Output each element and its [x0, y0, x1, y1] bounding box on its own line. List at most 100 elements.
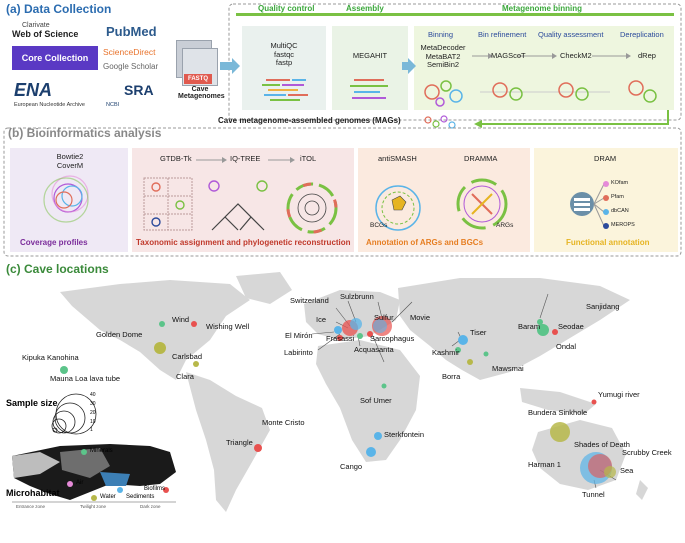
cave-label-acquasanta: Acquasanta	[354, 345, 394, 354]
sciencedirect-logo: ScienceDirect	[103, 47, 156, 57]
dbcan-label: dbCAN	[611, 208, 629, 214]
coverage-glyph	[43, 175, 89, 223]
cave-label-cango: Cango	[340, 462, 363, 471]
args-bgcs-panel	[358, 148, 530, 252]
cave-label-scrubby-creek: Scrubby Creek	[622, 448, 672, 457]
google-scholar-logo: Google Scholar	[103, 62, 159, 71]
web-of-science-logo: Web of Science	[12, 29, 79, 39]
cave-label-mawsmai: Mawsmai	[492, 364, 524, 373]
section-c-title: (c) Cave locations	[6, 262, 109, 276]
cave-label-sulfur: Sulfur	[374, 313, 394, 322]
dramma-label: DRAMMA	[464, 154, 498, 163]
fastq-badge: FASTQ	[184, 74, 212, 84]
ncbi-label: NCBI	[106, 102, 120, 108]
binning-tools: MetaDecoder MetaBAT2 SemiBin2	[420, 43, 466, 70]
cave-label-golden-dome: Golden Dome	[96, 330, 143, 339]
cave-label-wind: Wind	[172, 315, 190, 324]
cave-label-sof-umer: Sof Umer	[360, 396, 392, 405]
binning-circles-glyph	[424, 80, 657, 107]
cave-label-sulzbrunn: Sulzbrunn	[340, 292, 374, 301]
cave-label-wishing-well: Wishing Well	[206, 322, 250, 331]
cave-label-kipuka-kanohina: Kipuka Kanohina	[22, 353, 79, 362]
gtdb-grid-glyph	[143, 177, 193, 231]
cave-label-baram: Baram	[518, 322, 541, 331]
pipeline-header-bar	[236, 13, 674, 16]
section-b-dashed-box	[3, 127, 682, 257]
cave-label-sanjidang: Sanjidang	[586, 302, 620, 311]
bin-refinement-label: Bin refinement	[478, 30, 527, 39]
cave-label-bundera: Bundera Sinkhole	[528, 408, 588, 417]
cave-label-kashmir: Kashmir	[432, 348, 460, 357]
cave-label-borra: Borra	[442, 372, 461, 381]
dereplication-label: Dereplication	[620, 30, 664, 39]
section-b-title: (b) Bioinformatics analysis	[8, 126, 162, 140]
cave-label-mauna-loa: Mauna Loa lava tube	[50, 374, 121, 383]
binning-panel	[414, 26, 674, 110]
quality-assessment-tool: CheckM2	[560, 51, 592, 60]
microhabitat-title: Microhabitat	[6, 488, 60, 498]
cave-label-labirinto: Labirinto	[284, 348, 313, 357]
cave-label-sterkfontein: Sterkfontein	[384, 430, 425, 439]
kofam-label: KOfam	[611, 180, 629, 186]
coverage-panel	[10, 148, 128, 252]
bgcs-label: BCGs	[370, 222, 388, 229]
cave-label-movie: Movie	[410, 313, 431, 322]
africa-landmass	[316, 340, 420, 462]
asia-landmass	[398, 278, 630, 380]
sample-size-tick-30: 30	[90, 401, 96, 407]
cave-label-tunnel: Tunnel	[582, 490, 605, 499]
mags-circles-glyph	[424, 115, 456, 129]
cave-label-triangle: Triangle	[226, 438, 253, 447]
cave-label-ice: Ice	[316, 315, 327, 324]
pubmed-logo: PubMed	[106, 24, 157, 39]
dereplication-tool: dRep	[638, 51, 656, 60]
qc-title: Quality control	[258, 4, 315, 13]
microhabitat-biofilms: Biofilms	[144, 486, 166, 492]
cave-label-sarcophagus: Sarcophagus	[370, 334, 415, 343]
cave-label-monte-cristo: Monte Cristo	[262, 418, 305, 427]
gtdb-label: GTDB-Tk	[160, 154, 192, 163]
microhabitat-sediments: Sediments	[126, 494, 155, 500]
cave-label-sea: Sea	[620, 466, 634, 475]
dram-glyph	[570, 181, 609, 229]
cave-label-clara: Clara	[176, 372, 194, 381]
sample-size-legend	[51, 393, 97, 435]
dramma-glyph	[456, 178, 508, 230]
microhabitat-dots	[67, 449, 169, 501]
zone-dark: Dark zone	[140, 504, 161, 509]
sample-size-tick-1: 1	[90, 427, 93, 433]
itol-circle-glyph	[286, 182, 338, 234]
iqtree-label: IQ-TREE	[230, 154, 261, 163]
microhabitat-water: Water	[100, 494, 116, 500]
sample-size-tick-40: 40	[90, 392, 96, 398]
assembly-to-binning-arrow	[402, 58, 416, 74]
cave-label-carlsbad: Carlsbad	[172, 352, 203, 361]
south-america-landmass	[186, 372, 270, 512]
pfam-label: Pfam	[611, 194, 624, 200]
fastq-to-qc-arrow	[220, 58, 240, 74]
functional-caption: Functional annotation	[566, 238, 650, 247]
new-zealand-landmass	[636, 480, 648, 500]
cave-label-harman-1: Harman 1	[528, 460, 561, 469]
coverage-caption: Coverage profiles	[20, 238, 88, 247]
core-collection-badge: Core Collection	[12, 46, 98, 70]
sources-box: Clarivate Web of Science PubMed Core Col…	[6, 18, 170, 118]
args-bgcs-caption: Annotation of ARGs and BGCs	[366, 238, 484, 247]
binning-title: Metagenome binning	[502, 4, 582, 13]
sra-logo: SRA	[124, 82, 154, 98]
sample-size-tick-10: 10	[90, 419, 96, 425]
microhabitat-cave-glyph	[12, 444, 176, 503]
mags-return-line	[480, 110, 669, 125]
cave-label-seodae: Seodae	[558, 322, 584, 331]
mags-return-arrowhead	[474, 120, 482, 128]
cave-label-tiser: Tiser	[470, 328, 487, 337]
zone-twilight: Twilight zone	[80, 504, 107, 509]
mags-label: Cave metagenome-assembled genomes (MAGs)	[218, 116, 401, 125]
merops-label: MEROPS	[611, 222, 635, 228]
assembly-title: Assembly	[346, 4, 384, 13]
assembly-contigs-glyph	[350, 79, 388, 99]
itol-label: iTOL	[300, 154, 317, 163]
assembly-panel	[332, 26, 408, 110]
